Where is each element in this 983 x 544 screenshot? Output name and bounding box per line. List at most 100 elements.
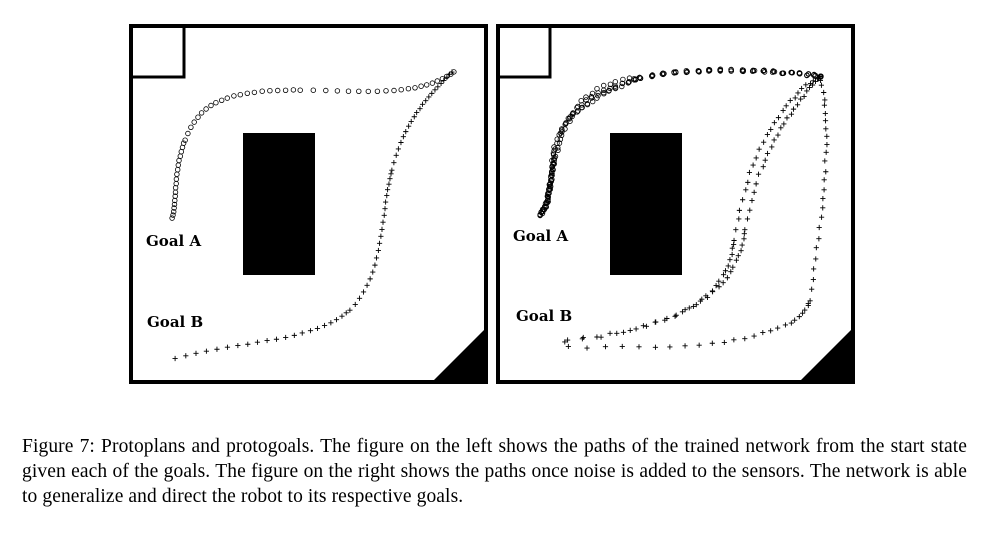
- path-marker-plus: [381, 212, 387, 218]
- path-marker-plus: [444, 74, 450, 80]
- path-marker-plus: [375, 247, 381, 254]
- path-marker-plus: [809, 286, 815, 292]
- path-marker-plus: [823, 169, 829, 175]
- path-marker-plus: [782, 322, 789, 328]
- right-paths-goal-a: [537, 66, 824, 219]
- path-marker-circle: [538, 209, 544, 215]
- path-marker-circle: [548, 173, 554, 180]
- path-marker-plus: [753, 155, 759, 161]
- path-marker-circle: [554, 136, 560, 142]
- left-corner-wedge: [432, 328, 486, 382]
- path-marker-plus: [339, 313, 345, 319]
- path-marker-plus: [803, 82, 809, 88]
- path-marker-plus: [716, 284, 722, 290]
- path-marker-plus: [792, 95, 798, 101]
- path-marker-plus: [727, 257, 733, 263]
- path-marker-plus: [378, 233, 384, 239]
- path-marker-circle: [244, 90, 250, 96]
- right-panel: Goal A Goal B: [496, 24, 855, 384]
- figure-7: Goal A Goal B Goal A Goal B: [129, 24, 855, 384]
- path-marker-plus: [775, 115, 782, 121]
- path-marker-plus: [750, 162, 756, 168]
- path-marker-circle: [546, 190, 552, 196]
- path-marker-circle: [626, 79, 632, 85]
- path-marker-circle: [182, 137, 188, 143]
- left-obstacle: [243, 133, 315, 275]
- path-marker-circle: [751, 67, 758, 74]
- path-marker-plus: [667, 344, 673, 350]
- path-marker-plus: [672, 313, 678, 319]
- path-marker-plus: [183, 353, 189, 359]
- path-marker-plus: [607, 330, 613, 336]
- left-goal-a-label: Goal A: [146, 232, 201, 250]
- path-marker-circle: [537, 212, 543, 218]
- path-marker-circle: [259, 88, 265, 94]
- path-marker-circle: [575, 108, 581, 114]
- path-marker-plus: [724, 275, 730, 281]
- path-marker-plus: [738, 248, 744, 254]
- path-marker-plus: [709, 288, 716, 294]
- path-marker-circle: [174, 166, 181, 173]
- path-marker-plus: [788, 111, 795, 117]
- path-marker-circle: [556, 140, 563, 146]
- path-marker-circle: [310, 87, 316, 93]
- path-marker-circle: [345, 88, 352, 94]
- path-marker-plus: [755, 171, 762, 177]
- path-marker-plus: [449, 69, 455, 75]
- path-marker-plus: [824, 141, 830, 148]
- path-marker-circle: [203, 106, 209, 112]
- path-marker-circle: [562, 126, 568, 132]
- path-marker-circle: [297, 87, 303, 93]
- path-marker-circle: [695, 67, 701, 74]
- path-marker-plus: [760, 329, 766, 336]
- path-marker-plus: [784, 115, 790, 121]
- path-marker-circle: [706, 67, 713, 73]
- path-marker-plus: [328, 320, 334, 326]
- path-marker-circle: [584, 100, 590, 107]
- path-marker-plus: [768, 126, 774, 133]
- path-marker-plus: [801, 93, 807, 100]
- path-marker-plus: [816, 224, 822, 231]
- path-marker-plus: [283, 334, 289, 341]
- path-marker-circle: [805, 71, 811, 77]
- path-marker-plus: [713, 283, 719, 289]
- path-marker-plus: [730, 264, 736, 270]
- path-marker-plus: [747, 207, 753, 213]
- path-marker-circle: [290, 87, 297, 93]
- path-marker-plus: [729, 245, 735, 251]
- path-marker-plus: [740, 197, 746, 203]
- path-marker-plus: [565, 337, 571, 343]
- path-marker-circle: [356, 88, 362, 94]
- path-marker-plus: [408, 118, 414, 125]
- path-marker-circle: [717, 66, 724, 72]
- path-marker-circle: [174, 171, 180, 177]
- path-marker-plus: [406, 123, 412, 129]
- path-marker-circle: [650, 72, 656, 79]
- path-marker-plus: [373, 255, 380, 261]
- path-marker-circle: [334, 88, 341, 94]
- path-marker-plus: [347, 307, 353, 313]
- caption-label: Figure 7:: [22, 436, 95, 457]
- path-marker-circle: [567, 118, 573, 124]
- path-marker-plus: [254, 339, 261, 345]
- path-marker-circle: [429, 80, 436, 86]
- path-marker-plus: [643, 323, 650, 329]
- path-marker-plus: [796, 314, 802, 320]
- path-marker-circle: [578, 97, 584, 104]
- path-marker-circle: [770, 68, 777, 75]
- path-marker-circle: [549, 163, 556, 170]
- path-marker-plus: [798, 96, 804, 102]
- path-marker-plus: [614, 330, 620, 336]
- path-marker-plus: [749, 197, 755, 204]
- path-marker-circle: [544, 193, 551, 200]
- path-marker-plus: [802, 307, 808, 313]
- path-marker-plus: [795, 90, 801, 96]
- left-panel: Goal A Goal B: [129, 24, 488, 384]
- path-marker-plus: [729, 251, 735, 258]
- path-marker-plus: [620, 329, 627, 335]
- path-marker-plus: [817, 77, 824, 83]
- right-arena-border: [496, 24, 855, 384]
- path-marker-plus: [775, 132, 781, 138]
- path-marker-plus: [414, 109, 420, 116]
- path-marker-circle: [539, 206, 546, 213]
